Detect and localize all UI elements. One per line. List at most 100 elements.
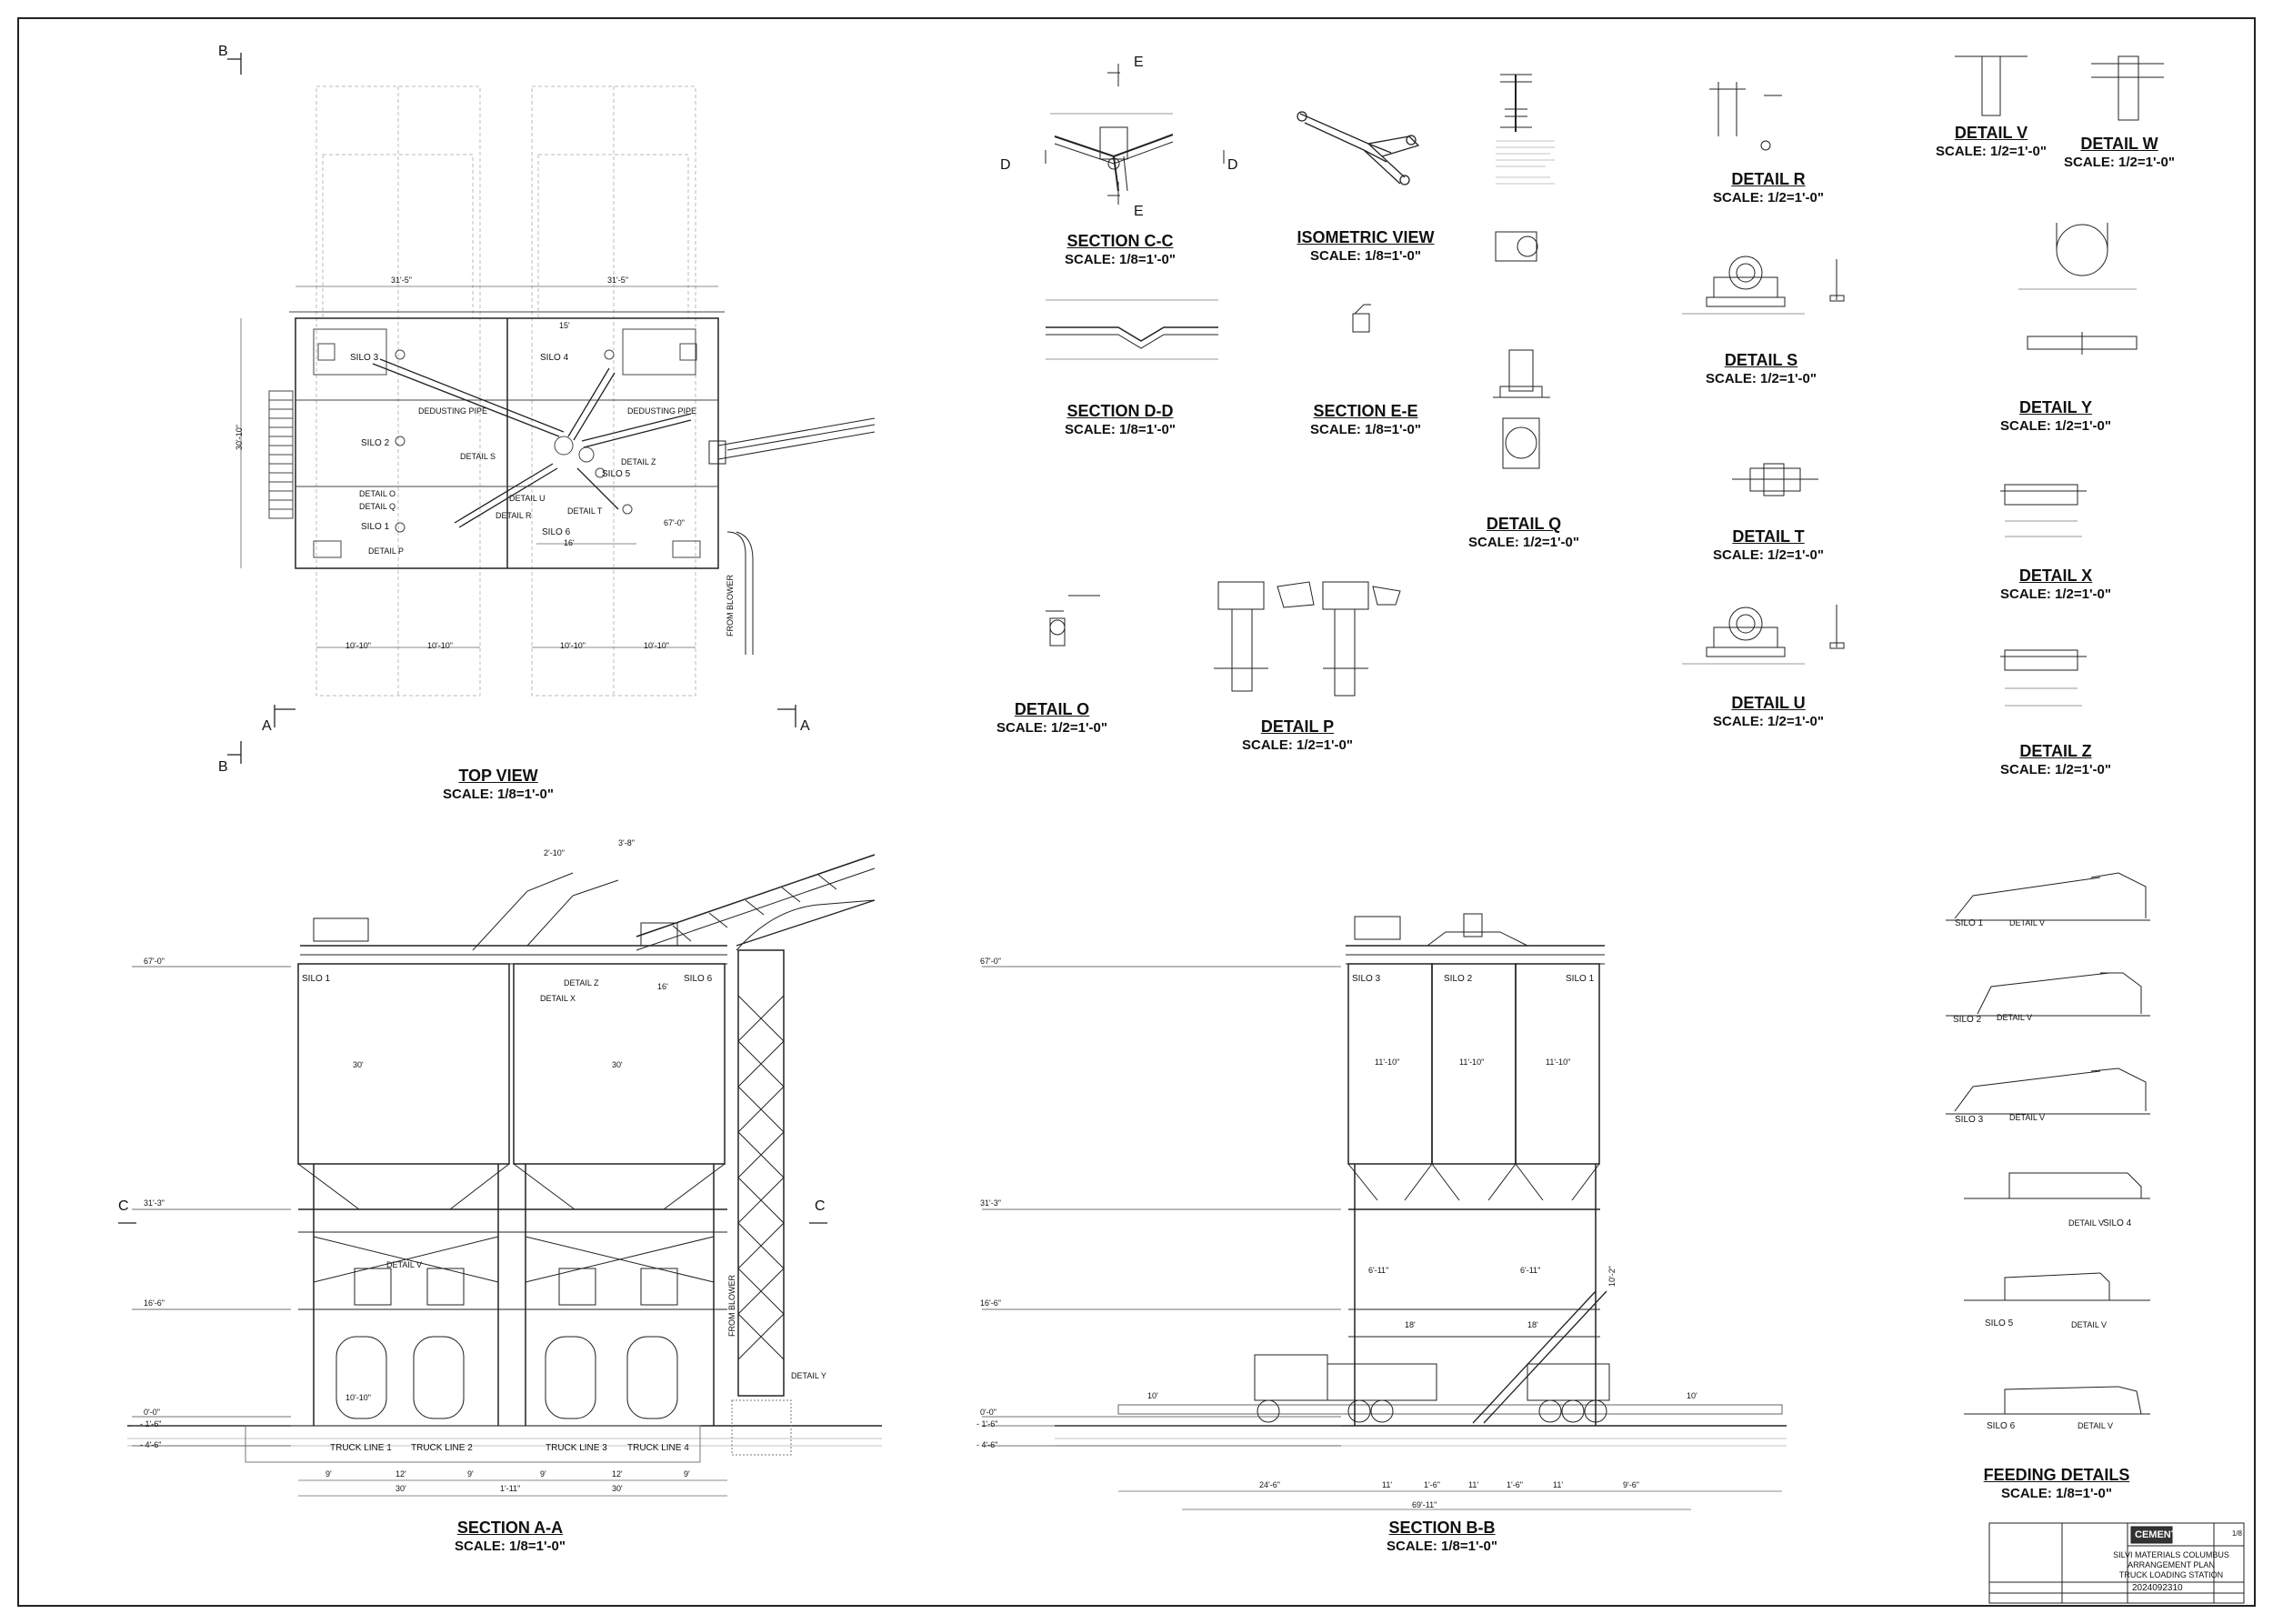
feed-detail-v-5: DETAIL V bbox=[2071, 1320, 2108, 1329]
aa-dim-9-b: 9' bbox=[467, 1469, 474, 1479]
top-dim-30-10: 30'-10" bbox=[235, 425, 244, 450]
feed-silo-4: SILO 4 bbox=[2103, 1218, 2132, 1228]
aa-detail-y: DETAIL Y bbox=[791, 1371, 826, 1380]
detail-o-scale: SCALE: 1/2=1'-0" bbox=[996, 719, 1107, 736]
top-detail-o: DETAIL O bbox=[359, 489, 396, 498]
detail-rstu-drawings bbox=[1682, 82, 1845, 665]
detail-y-title-text: DETAIL Y bbox=[2018, 398, 2093, 416]
section-mark-e-bottom: E bbox=[1134, 204, 1144, 219]
detail-r-title: DETAIL R SCALE: 1/2=1'-0" bbox=[1713, 170, 1824, 206]
section-mark-d-left: D bbox=[1000, 157, 1011, 173]
section-mark-b-top: B bbox=[218, 44, 228, 59]
section-cc-title-text: SECTION C-C bbox=[1066, 232, 1174, 250]
bb-dim-18-b: 18' bbox=[1527, 1320, 1538, 1329]
section-mark-c-right: C bbox=[815, 1198, 826, 1214]
section-ee-drawing bbox=[1352, 304, 1371, 333]
top-silo-3: SILO 3 bbox=[350, 353, 379, 363]
feed-silo-2: SILO 2 bbox=[1953, 1015, 1982, 1025]
aa-dim-30-c: 30' bbox=[396, 1484, 406, 1493]
bb-elev-0: 0'-0" bbox=[980, 1408, 996, 1417]
detail-o-title-text: DETAIL O bbox=[1014, 700, 1090, 718]
aa-dim-12-a: 12' bbox=[396, 1469, 406, 1479]
top-dim-67: 67'-0" bbox=[664, 518, 685, 527]
top-view-title: TOP VIEW SCALE: 1/8=1'-0" bbox=[443, 767, 554, 803]
bb-elev-m1: - 1'-6" bbox=[976, 1419, 998, 1429]
bb-silo-1: SILO 1 bbox=[1566, 974, 1595, 984]
detail-s-title: DETAIL S SCALE: 1/2=1'-0" bbox=[1706, 351, 1817, 387]
detail-q-drawing bbox=[1493, 74, 1555, 469]
title-block-frame bbox=[1988, 1522, 2245, 1604]
detail-q-title: DETAIL Q SCALE: 1/2=1'-0" bbox=[1468, 515, 1579, 551]
section-dd-title-text: SECTION D-D bbox=[1066, 402, 1174, 420]
top-detail-s: DETAIL S bbox=[460, 452, 496, 461]
isometric-drawing bbox=[1297, 111, 1420, 185]
aa-dim-10-10: 10'-10" bbox=[345, 1393, 371, 1402]
detail-y-title: DETAIL Y SCALE: 1/2=1'-0" bbox=[2000, 398, 2111, 435]
top-silo-4: SILO 4 bbox=[540, 353, 569, 363]
top-from-blower: FROM BLOWER bbox=[726, 574, 735, 637]
bb-dim-10-b: 10' bbox=[1687, 1391, 1697, 1400]
isometric-title-text: ISOMETRIC VIEW bbox=[1297, 228, 1435, 246]
section-ee-title-text: SECTION E-E bbox=[1313, 402, 1418, 420]
section-bb-title-text: SECTION B-B bbox=[1388, 1519, 1496, 1537]
aa-truck-line-1: TRUCK LINE 1 bbox=[330, 1443, 392, 1453]
aa-truck-line-4: TRUCK LINE 4 bbox=[627, 1443, 689, 1453]
section-cc-drawing bbox=[1045, 64, 1225, 205]
bb-dim-9-6: 9'-6" bbox=[1623, 1480, 1639, 1489]
detail-vwyxz-drawings bbox=[1955, 55, 2164, 707]
aa-dim-1-11: 1'-11" bbox=[500, 1484, 521, 1493]
aa-elev-67: 67'-0" bbox=[144, 957, 165, 966]
detail-u-scale: SCALE: 1/2=1'-0" bbox=[1713, 713, 1824, 729]
top-detail-r: DETAIL R bbox=[496, 511, 532, 520]
section-dd-scale: SCALE: 1/8=1'-0" bbox=[1065, 421, 1176, 437]
aa-elev-16: 16'-6" bbox=[144, 1298, 165, 1308]
feed-detail-v-6: DETAIL V bbox=[2078, 1421, 2114, 1430]
aa-dim-16: 16' bbox=[657, 982, 668, 991]
top-dim-10-10-d: 10'-10" bbox=[644, 641, 669, 650]
bb-dim-10-2: 10'-2" bbox=[1607, 1266, 1617, 1287]
aa-dim-9-c: 9' bbox=[540, 1469, 546, 1479]
bb-dim-11-10-b: 11'-10" bbox=[1459, 1058, 1485, 1067]
detail-y-scale: SCALE: 1/2=1'-0" bbox=[2000, 417, 2111, 434]
aa-from-blower: FROM BLOWER bbox=[727, 1274, 736, 1337]
top-detail-t: DETAIL T bbox=[567, 506, 603, 516]
bb-dim-11-10-a: 11'-10" bbox=[1375, 1058, 1400, 1067]
bb-dim-69-11: 69'-11" bbox=[1412, 1500, 1437, 1509]
section-cc-scale: SCALE: 1/8=1'-0" bbox=[1065, 251, 1176, 267]
section-dd-drawing bbox=[1046, 299, 1218, 360]
detail-w-scale: SCALE: 1/2=1'-0" bbox=[2064, 154, 2175, 170]
feed-detail-v-1: DETAIL V bbox=[2009, 918, 2046, 927]
top-detail-u: DETAIL U bbox=[509, 494, 546, 503]
feeding-details-scale: SCALE: 1/8=1'-0" bbox=[2001, 1485, 2112, 1501]
detail-p-title: DETAIL P SCALE: 1/2=1'-0" bbox=[1242, 717, 1353, 754]
aa-dim-30-b: 30' bbox=[612, 1060, 623, 1069]
aa-dim-9-a: 9' bbox=[325, 1469, 332, 1479]
aa-dim-30-d: 30' bbox=[612, 1484, 623, 1493]
feed-silo-6: SILO 6 bbox=[1987, 1421, 2016, 1431]
detail-r-scale: SCALE: 1/2=1'-0" bbox=[1713, 189, 1824, 206]
aa-dim-12-b: 12' bbox=[612, 1469, 623, 1479]
bb-elev-m4: - 4'-6" bbox=[976, 1440, 998, 1449]
bb-dim-10-a: 10' bbox=[1147, 1391, 1158, 1400]
bb-dim-11-a: 11' bbox=[1382, 1480, 1393, 1489]
section-aa-drawing bbox=[118, 854, 882, 1497]
detail-o-title: DETAIL O SCALE: 1/2=1'-0" bbox=[996, 700, 1107, 737]
top-dim-31-5-b: 31'-5" bbox=[607, 276, 628, 285]
top-dedusting-pipe-1: DEDUSTING PIPE bbox=[418, 406, 488, 416]
detail-t-scale: SCALE: 1/2=1'-0" bbox=[1713, 546, 1824, 563]
bb-dim-11-b: 11' bbox=[1468, 1480, 1479, 1489]
bb-silo-3: SILO 3 bbox=[1352, 974, 1381, 984]
bb-dim-11-c: 11' bbox=[1553, 1480, 1564, 1489]
section-aa-title-text: SECTION A-A bbox=[456, 1519, 564, 1537]
aa-detail-v: DETAIL V bbox=[386, 1260, 423, 1269]
bb-dim-6-11-b: 6'-11" bbox=[1520, 1266, 1541, 1275]
bb-elev-16: 16'-6" bbox=[980, 1298, 1001, 1308]
section-ee-title: SECTION E-E SCALE: 1/8=1'-0" bbox=[1310, 402, 1421, 438]
top-dedusting-pipe-2: DEDUSTING PIPE bbox=[627, 406, 697, 416]
bb-elev-67: 67'-0" bbox=[980, 957, 1001, 966]
isometric-scale: SCALE: 1/8=1'-0" bbox=[1310, 247, 1421, 264]
aa-elev-m4: - 4'-6" bbox=[140, 1440, 162, 1449]
section-dd-title: SECTION D-D SCALE: 1/8=1'-0" bbox=[1065, 402, 1176, 438]
detail-w-title: DETAIL W SCALE: 1/2=1'-0" bbox=[2064, 135, 2175, 171]
section-bb-scale: SCALE: 1/8=1'-0" bbox=[1387, 1538, 1497, 1554]
